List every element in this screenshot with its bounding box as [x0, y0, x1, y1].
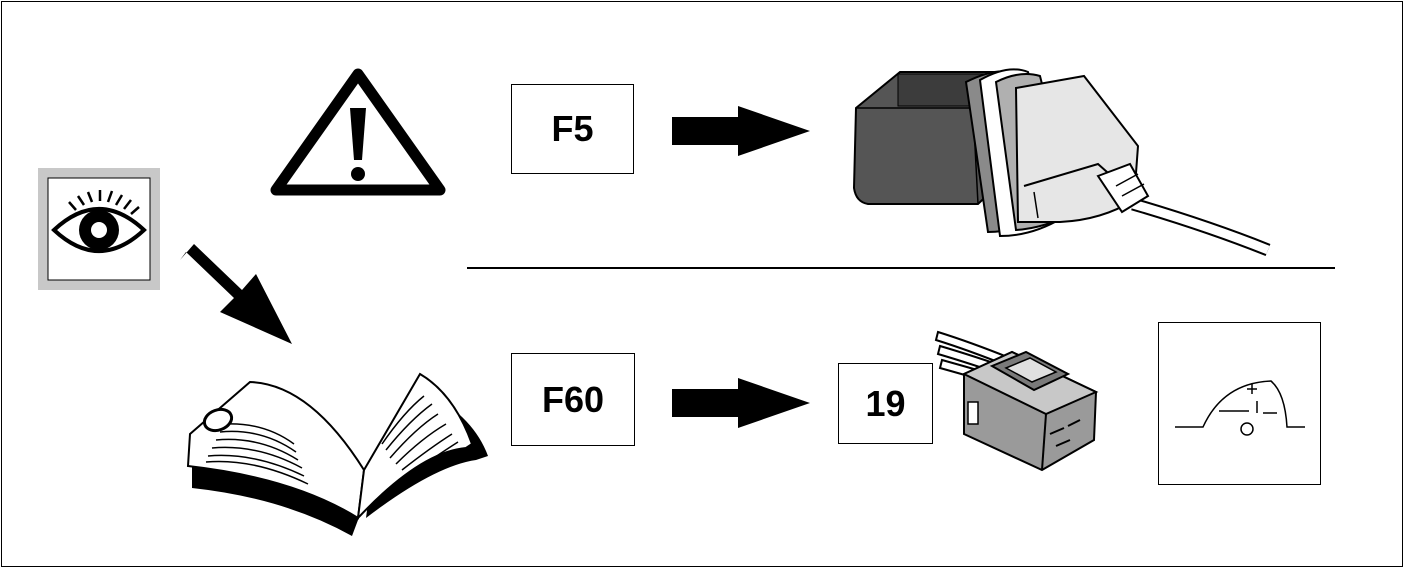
vehicle-battery-drawing: [1175, 380, 1305, 436]
diagnostic-plug-icon: [852, 68, 1271, 257]
connector-label-19-text: 19: [865, 382, 906, 424]
open-book-icon: [186, 372, 488, 536]
vehicle-battery-icon: [1158, 322, 1321, 485]
fuse-label-f60: F60: [511, 353, 635, 446]
fuse-label-f60-text: F60: [541, 378, 605, 420]
separator-line: [467, 267, 1335, 269]
arrow-right-icon: [672, 106, 810, 156]
fuse-label-f5-text: F5: [551, 108, 594, 149]
eye-icon: [38, 168, 160, 290]
arrow-down-right-icon: [180, 244, 292, 344]
warning-triangle-icon: [270, 68, 446, 196]
wiring-connector-icon: [934, 330, 1099, 472]
connector-label-19: 19: [838, 363, 933, 444]
fuse-label-f5: F5: [511, 84, 634, 174]
arrow-right-icon: [672, 378, 810, 428]
